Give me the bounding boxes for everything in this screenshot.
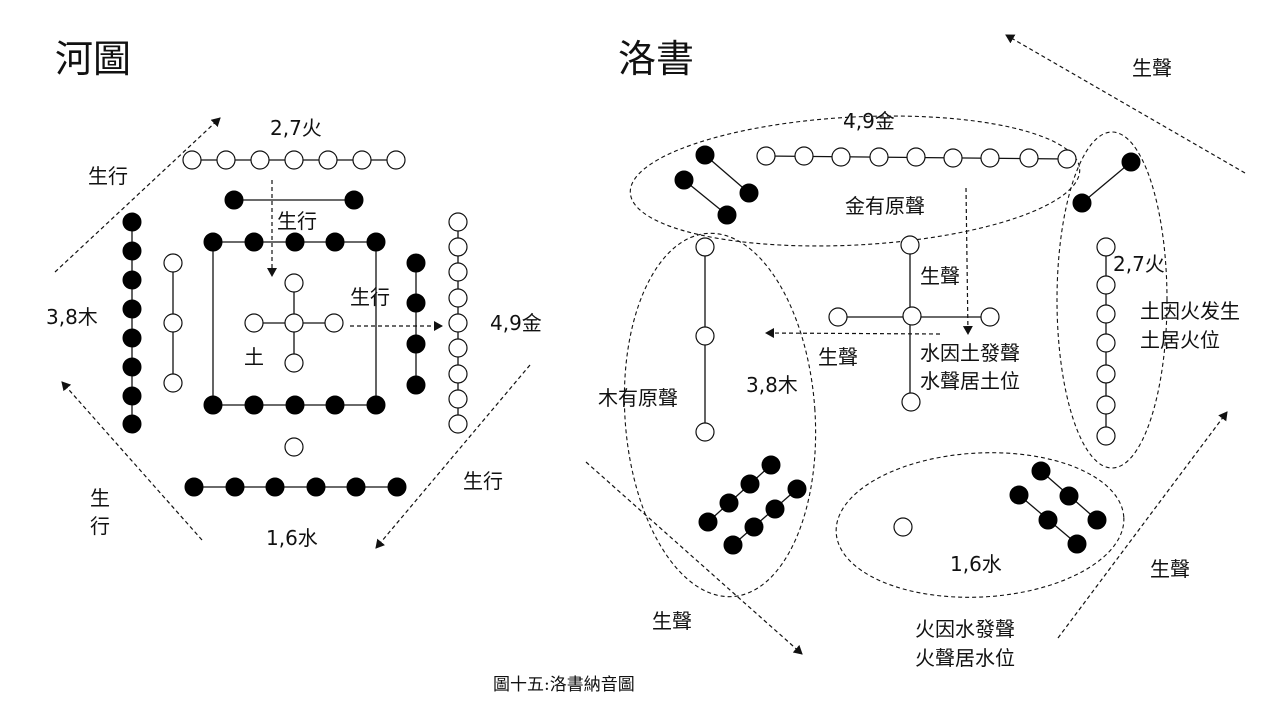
luoshu-metal-ellipse	[629, 115, 1081, 247]
luoshu-fire-note-1: 土因火发生	[1140, 299, 1240, 323]
luoshu-arrow-center-left	[765, 328, 941, 339]
hetu-fire-group	[182, 150, 406, 210]
luoshu-wood-ellipse	[623, 232, 817, 598]
hetu-earth-square	[203, 232, 386, 415]
luoshu-metal-label: 4,9金	[843, 109, 895, 133]
hetu-title: 河圖	[55, 37, 131, 81]
luoshu-title: 洛書	[618, 37, 694, 81]
luoshu-water-note-2: 火聲居水位	[915, 646, 1015, 670]
luoshu-fire-note-2: 土居火位	[1140, 328, 1220, 352]
luoshu-wood-label: 3,8木	[746, 373, 798, 397]
hetu-arrow-bottom-left-label-2: 行	[90, 514, 110, 538]
luoshu-wood-note: 木有原聲	[598, 386, 678, 410]
luoshu-fire-group	[1072, 152, 1141, 446]
hetu-fire-label: 2,7火	[270, 116, 322, 140]
luoshu-wood-group	[695, 237, 807, 555]
hetu-arrow-top-left	[54, 117, 221, 273]
hetu-center-cross	[244, 273, 344, 373]
hetu-earth-label: 土	[244, 345, 264, 369]
luoshu-fire-label: 2,7火	[1113, 252, 1165, 276]
hetu-water-group	[184, 437, 407, 497]
luoshu-center-note-2: 水聲居土位	[920, 369, 1020, 393]
luoshu-arrow-bottom-left	[585, 461, 803, 655]
luoshu-water-label: 1,6水	[950, 552, 1002, 576]
figure-caption: 圖十五:洛書納音圖	[493, 675, 635, 695]
luoshu-arrow-bottom-right-label: 生聲	[1150, 557, 1190, 581]
hetu-arrow-inner-top-label: 生行	[277, 209, 317, 233]
hetu-arrow-bottom-left	[61, 381, 203, 541]
hetu-arrow-bottom-right-label: 生行	[463, 469, 503, 493]
luoshu-arrow-center-down	[962, 187, 973, 335]
luoshu-water-note-1: 火因水發聲	[915, 617, 1015, 641]
hetu-metal-label: 4,9金	[490, 311, 542, 335]
luoshu-fire-ellipse	[1056, 131, 1168, 469]
luoshu-water-ellipse	[835, 452, 1125, 598]
luoshu-arrow-center-left-label: 生聲	[818, 345, 858, 369]
hetu-arrow-bottom-right	[375, 364, 531, 549]
luoshu-arrow-bottom-right	[1057, 411, 1228, 639]
luoshu-center-note-1: 水因土發聲	[920, 341, 1020, 365]
hetu-metal-group	[406, 212, 468, 434]
luoshu-metal-group	[674, 145, 1077, 225]
luoshu-center-cross	[828, 235, 1000, 412]
luoshu-arrow-bottom-left-label: 生聲	[652, 609, 692, 633]
luoshu-arrow-center-down-label: 生聲	[920, 264, 960, 288]
luoshu-arrow-top-right	[1005, 34, 1246, 174]
hetu-wood-group	[122, 212, 183, 434]
luoshu-water-group	[893, 461, 1107, 554]
hetu-arrow-inner-right-label: 生行	[350, 285, 390, 309]
luoshu-arrow-top-right-label: 生聲	[1132, 56, 1172, 80]
hetu-arrow-top-left-label: 生行	[88, 164, 128, 188]
hetu-water-label: 1,6水	[266, 526, 318, 550]
hetu-wood-label: 3,8木	[46, 305, 98, 329]
luoshu-metal-note: 金有原聲	[845, 194, 925, 218]
hetu-arrow-bottom-left-label-1: 生	[90, 486, 110, 510]
